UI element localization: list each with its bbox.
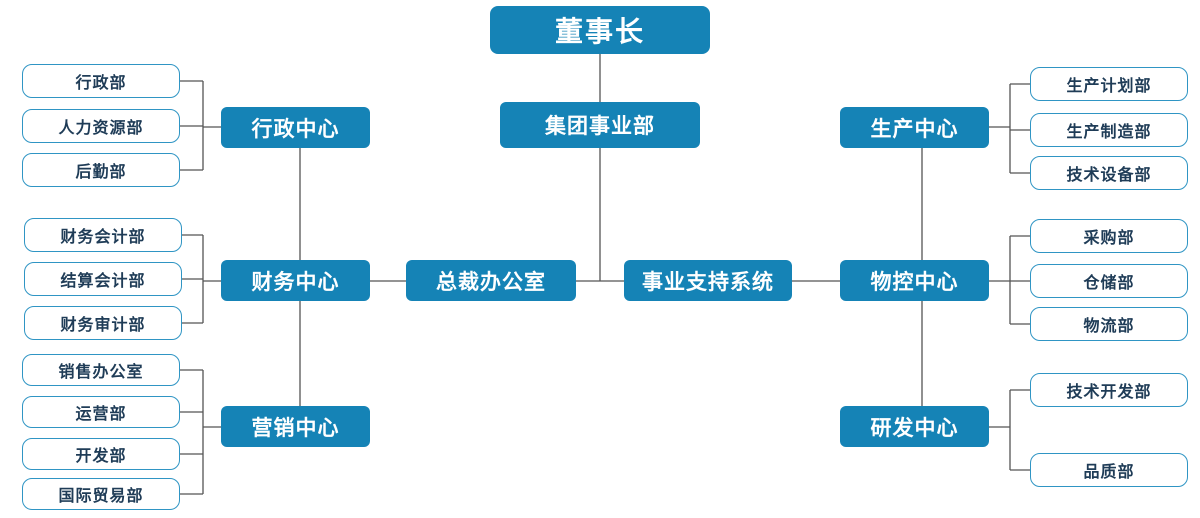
rnd-center-box: 研发中心: [840, 406, 989, 447]
dept-box: 后勤部: [22, 153, 180, 187]
material-control-center-box: 物控中心: [840, 260, 989, 301]
business-support-box: 事业支持系统: [624, 260, 792, 301]
dept-box: 财务审计部: [24, 306, 182, 340]
group-division-box: 集团事业部: [500, 102, 700, 148]
dept-box: 物流部: [1030, 307, 1188, 341]
finance-center-box: 财务中心: [221, 260, 370, 301]
dept-box: 人力资源部: [22, 109, 180, 143]
dept-box: 财务会计部: [24, 218, 182, 252]
dept-box: 结算会计部: [24, 262, 182, 296]
dept-box: 生产制造部: [1030, 113, 1188, 147]
dept-box: 国际贸易部: [22, 478, 180, 510]
dept-box: 行政部: [22, 64, 180, 98]
dept-box: 技术设备部: [1030, 156, 1188, 190]
production-center-box: 生产中心: [840, 107, 989, 148]
dept-box: 运营部: [22, 396, 180, 428]
dept-box: 采购部: [1030, 219, 1188, 253]
dept-box: 技术开发部: [1030, 373, 1188, 407]
dept-box: 品质部: [1030, 453, 1188, 487]
dept-box: 销售办公室: [22, 354, 180, 386]
chairman-box: 董事长: [490, 6, 710, 54]
marketing-center-box: 营销中心: [221, 406, 370, 447]
dept-box: 开发部: [22, 438, 180, 470]
dept-box: 仓储部: [1030, 264, 1188, 298]
ceo-office-box: 总裁办公室: [406, 260, 576, 301]
dept-box: 生产计划部: [1030, 67, 1188, 101]
admin-center-box: 行政中心: [221, 107, 370, 148]
